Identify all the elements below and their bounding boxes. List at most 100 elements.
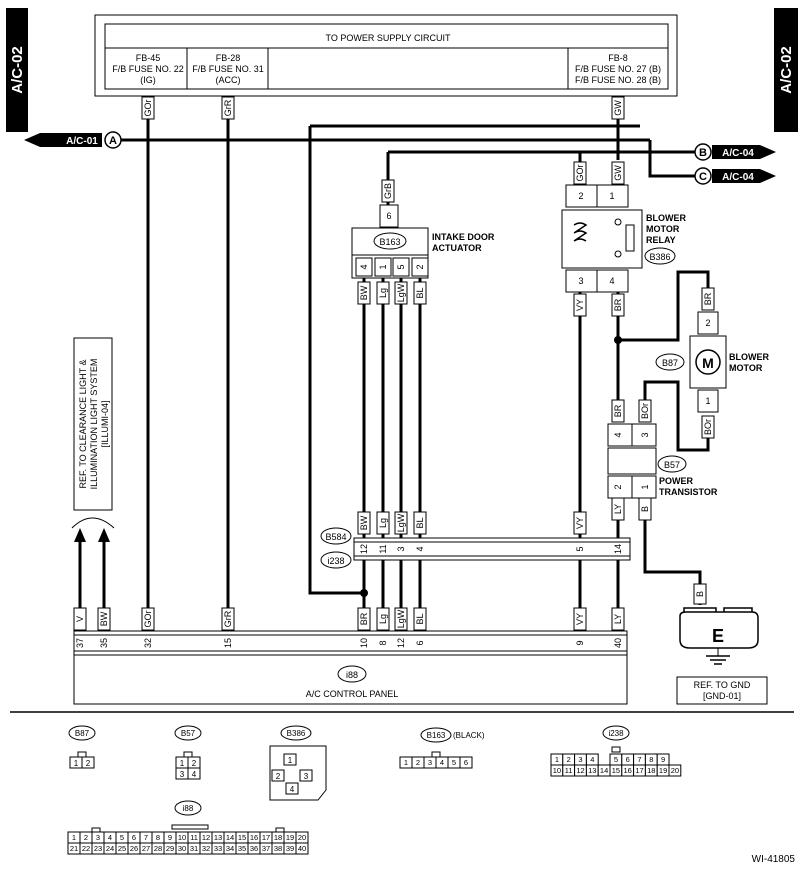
wire-label: BR <box>357 607 371 631</box>
svg-text:REF. TO CLEARANCE LIGHT &: REF. TO CLEARANCE LIGHT & <box>78 359 88 488</box>
svg-text:M: M <box>702 355 714 371</box>
pin-number: 8 <box>649 755 653 764</box>
svg-text:B: B <box>640 506 650 512</box>
pin-number: 1 <box>404 758 408 767</box>
svg-text:Lg: Lg <box>378 614 388 624</box>
pin-number: 18 <box>274 833 282 842</box>
legend-b87: B87 1 2 <box>68 725 96 769</box>
pin-number: 4 <box>108 833 112 842</box>
offpage-c: C A/C-04 <box>694 167 776 185</box>
wire-label: Lg <box>376 607 390 631</box>
svg-text:VY: VY <box>575 299 585 311</box>
svg-text:VY: VY <box>575 613 585 625</box>
wire-label: GOr <box>141 607 155 631</box>
svg-text:GOr: GOr <box>143 610 153 627</box>
svg-text:LgW: LgW <box>396 283 406 302</box>
relay-name2: MOTOR <box>646 224 680 234</box>
svg-text:BR: BR <box>359 612 369 625</box>
wire-label: VY <box>573 293 587 317</box>
ground-letter: E <box>712 626 724 646</box>
ground: E REF. TO GND [GND-01] <box>676 607 768 705</box>
wire-label: BW <box>357 281 371 305</box>
svg-text:VY: VY <box>575 517 585 529</box>
pin-number: 14 <box>226 833 234 842</box>
wire-label: BR <box>701 287 715 311</box>
pin-number: 17 <box>635 766 643 775</box>
pin-number: 12 <box>576 766 584 775</box>
pin-number: 28 <box>154 844 162 853</box>
relay-name1: BLOWER <box>646 213 686 223</box>
svg-text:4: 4 <box>609 276 614 286</box>
pin-number: 17 <box>262 833 270 842</box>
svg-text:GrR: GrR <box>223 610 233 627</box>
svg-text:[ILLUMI-04]: [ILLUMI-04] <box>100 400 110 447</box>
svg-text:11: 11 <box>378 544 388 553</box>
pin-number: 35 <box>238 844 246 853</box>
svg-text:BR: BR <box>703 292 713 305</box>
svg-text:8: 8 <box>378 640 388 645</box>
wire-label: BR <box>611 293 625 317</box>
pin-number: 12 <box>202 833 210 842</box>
pin-number: 18 <box>647 766 655 775</box>
blower-motor-relay: 2 1 3 4 BLOWER MOTOR RELAY B386 <box>561 184 686 293</box>
svg-text:1: 1 <box>288 756 293 765</box>
svg-text:2: 2 <box>578 191 583 201</box>
svg-text:3: 3 <box>640 432 650 437</box>
svg-text:4: 4 <box>192 770 197 779</box>
svg-text:B386: B386 <box>287 729 306 738</box>
svg-text:GOr: GOr <box>575 164 585 181</box>
pin-number: 15 <box>238 833 246 842</box>
pin-number: 22 <box>82 844 90 853</box>
joint-connector: B584 i238 12 11 3 4 5 14 <box>320 527 631 569</box>
wire-label: BOr <box>701 415 715 439</box>
pin-number: 3 <box>578 755 582 764</box>
legend-b386: B386 1 2 3 4 <box>269 725 327 801</box>
pin-number: 4 <box>440 758 444 767</box>
pin-number: 5 <box>614 755 618 764</box>
svg-text:4: 4 <box>290 785 295 794</box>
pin-number: 11 <box>565 766 573 775</box>
svg-text:37: 37 <box>75 638 85 648</box>
wire-label: BL <box>413 511 427 535</box>
offpage-a-letter: A <box>109 135 117 147</box>
motor-connector: B87 <box>662 358 678 368</box>
wire-label: VY <box>573 607 587 631</box>
figure-id: WI-41805 <box>752 854 796 865</box>
svg-text:i238: i238 <box>608 729 624 738</box>
right-tag: A/C-02 <box>774 8 798 132</box>
wire-label: GW <box>611 161 625 185</box>
svg-text:35: 35 <box>99 638 109 648</box>
pin-cell <box>295 842 309 855</box>
right-tag-text: A/C-02 <box>778 46 795 94</box>
wires <box>78 96 710 630</box>
left-tag: A/C-02 <box>6 8 28 132</box>
pin-number: 26 <box>130 844 138 853</box>
transistor-name2: TRANSISTOR <box>659 487 718 497</box>
relay-name3: RELAY <box>646 235 676 245</box>
svg-text:2: 2 <box>613 484 623 489</box>
wire-label: LY <box>611 497 625 521</box>
pin-number: 14 <box>600 766 608 775</box>
svg-text:2: 2 <box>705 318 710 328</box>
svg-text:i88: i88 <box>183 804 194 813</box>
pin-number: 36 <box>250 844 258 853</box>
svg-text:4: 4 <box>359 264 369 269</box>
pin-number: 5 <box>452 758 456 767</box>
svg-text:1: 1 <box>640 484 650 489</box>
offpage-c-label: A/C-04 <box>722 172 754 183</box>
pin-number: 4 <box>590 755 594 764</box>
transistor-name1: POWER <box>659 476 694 486</box>
svg-text:12: 12 <box>396 638 406 648</box>
svg-text:GOr: GOr <box>143 99 153 116</box>
wire-label: B <box>638 497 652 521</box>
pin-number: 7 <box>144 833 148 842</box>
pin-number: 6 <box>464 758 468 767</box>
relay-connector: B386 <box>649 252 670 262</box>
pin-number: 30 <box>178 844 186 853</box>
fuse2-line2: F/B FUSE NO. 31 <box>192 64 264 74</box>
fuse1-line2: F/B FUSE NO. 22 <box>112 64 184 74</box>
pin-number: 9 <box>661 755 665 764</box>
svg-text:3: 3 <box>304 772 309 781</box>
power-transistor: 4 3 2 1 B57 POWER TRANSISTOR <box>607 423 718 499</box>
